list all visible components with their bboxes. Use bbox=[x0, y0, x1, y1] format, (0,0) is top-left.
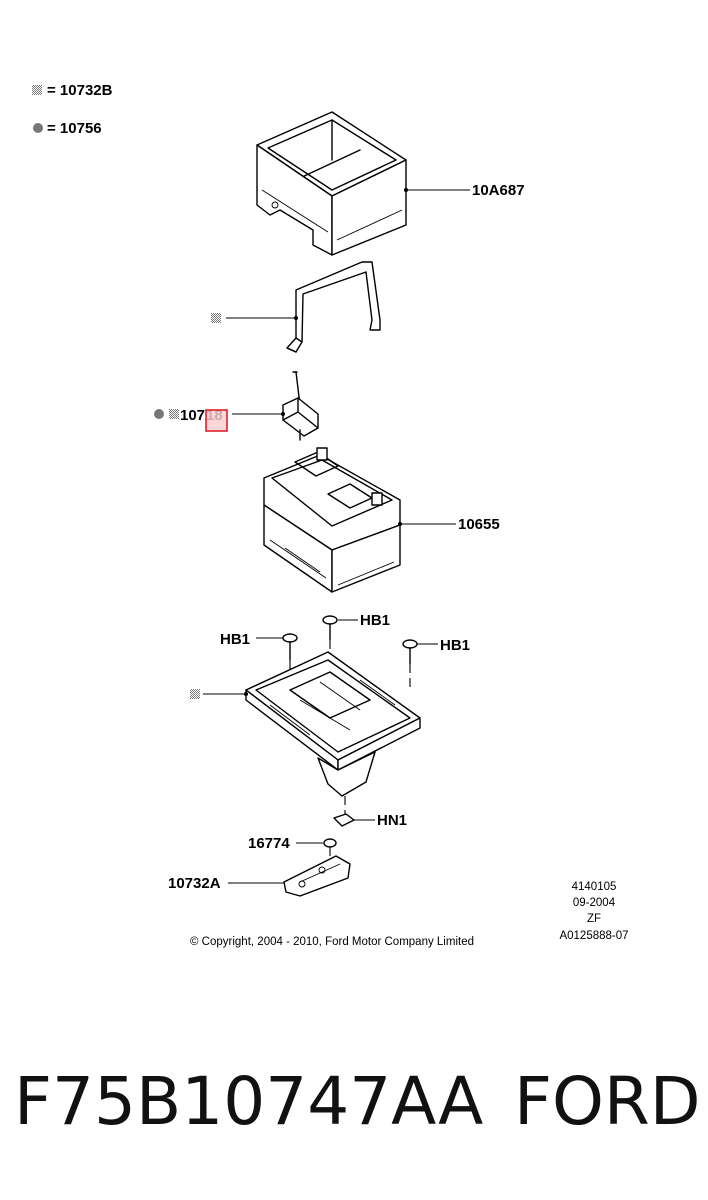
callout-hb1-left: HB1 bbox=[220, 631, 250, 648]
legend-label-10732b: = 10732B bbox=[47, 82, 113, 99]
bolt-part-right bbox=[402, 639, 418, 690]
callout-10655: 10655 bbox=[458, 516, 500, 533]
part-caption: F75B10747AA FORD bbox=[0, 1052, 708, 1162]
copyright-notice: © Copyright, 2004 - 2010, Ford Motor Com… bbox=[190, 936, 474, 948]
reference-line-3: ZF bbox=[587, 913, 601, 925]
highlight-box bbox=[205, 409, 228, 432]
callout-hn1: HN1 bbox=[377, 812, 407, 829]
callout-16774: 16774 bbox=[248, 835, 290, 852]
grid-square-icon bbox=[32, 85, 42, 95]
callout-hb1-top: HB1 bbox=[360, 612, 390, 629]
grid-square-icon bbox=[211, 313, 221, 323]
battery-cover-part bbox=[256, 111, 407, 256]
battery-exploded-diagram: = 10732B = 10756 10A687 107 18 bbox=[32, 82, 629, 948]
filled-circle-icon bbox=[33, 123, 43, 133]
legend: = 10732B = 10756 bbox=[32, 82, 113, 137]
hold-down-strap-part bbox=[286, 261, 381, 353]
brand-name: FORD bbox=[514, 1063, 701, 1140]
part-number: F75B10747AA bbox=[14, 1063, 484, 1140]
callout-clamp-obscured: 18 bbox=[206, 407, 223, 424]
drawing-reference-block: 4140105 09-2004 ZF A0125888-07 bbox=[559, 881, 628, 942]
bracket-part bbox=[283, 855, 351, 897]
legend-label-10756: = 10756 bbox=[47, 120, 102, 137]
reference-line-1: 4140105 bbox=[572, 881, 617, 893]
filled-circle-icon bbox=[154, 409, 164, 419]
reference-line-4: A0125888-07 bbox=[559, 930, 628, 942]
battery-part bbox=[263, 447, 401, 593]
callout-clamp: 107 bbox=[180, 407, 205, 424]
reference-line-2: 09-2004 bbox=[573, 897, 616, 909]
grid-square-icon bbox=[190, 689, 200, 699]
callout-hb1-right: HB1 bbox=[440, 637, 470, 654]
battery-tray-part bbox=[245, 651, 421, 814]
clamp-part bbox=[282, 371, 319, 441]
grid-square-icon bbox=[169, 409, 179, 419]
nut-part bbox=[333, 813, 355, 827]
callout-10732a: 10732A bbox=[168, 875, 221, 892]
callout-10a687: 10A687 bbox=[472, 182, 525, 199]
